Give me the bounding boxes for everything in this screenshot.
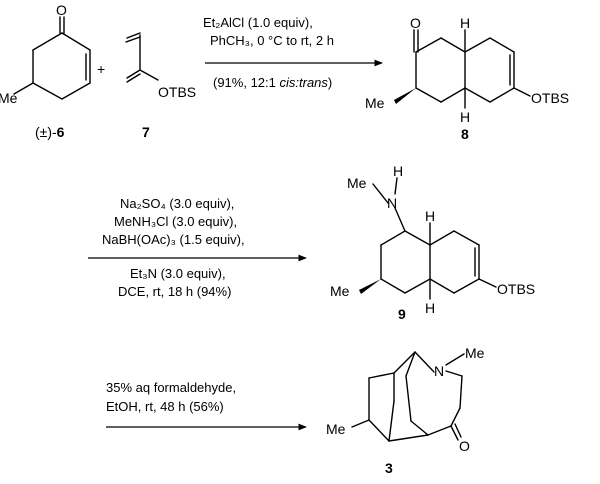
step2-condition-5: DCE, rt, 18 h (94%) [118,284,231,299]
atom-methyl: Me [0,90,18,106]
step1-yield: (91%, 12:1 cis:trans) [213,75,332,90]
atom-methyl: Me [326,421,346,437]
atom-oxygen: O [410,15,421,31]
atom-otbs: OTBS [158,84,196,100]
atom-otbs: OTBS [497,281,535,297]
atom-methyl-n: Me [347,175,367,191]
atom-methyl: Me [330,283,350,299]
atom-oxygen: O [459,438,470,454]
atom-hydrogen-top: H [460,15,470,31]
atom-nitrogen: N [387,195,397,211]
compound-3-structure: N Me O Me [326,345,485,454]
compound-3-label: 3 [385,460,393,476]
atom-methyl: Me [365,95,385,111]
compound-7-structure: OTBS [125,32,196,100]
compound-9-label: 9 [398,306,406,322]
compound-8-label: 8 [461,126,469,142]
atom-nitrogen: N [434,363,444,379]
compound-7-label: 7 [142,124,150,140]
atom-hydrogen-bottom: H [425,300,435,316]
step2-condition-1: Na₂SO₄ (3.0 equiv), [120,196,234,211]
step1-condition-1: Et₂AlCl (1.0 equiv), [203,15,313,30]
compound-9-structure: Me N H H H Me OTBS [330,163,535,316]
atom-hydrogen-bottom: H [460,109,470,125]
step1-condition-2: PhCH₃, 0 °C to rt, 2 h [210,33,334,48]
step2-condition-4: Et₃N (3.0 equiv), [130,266,226,281]
atom-oxygen: O [56,2,67,18]
step2-condition-2: MeNH₃Cl (3.0 equiv), [114,214,237,229]
atom-otbs: OTBS [531,90,569,106]
step3-condition-2: EtOH, rt, 48 h (56%) [106,399,224,414]
compound-6-structure: O Me [0,2,91,106]
atom-hydrogen-n: H [393,163,403,179]
step2-condition-3: NaBH(OAc)₃ (1.5 equiv), [102,232,245,247]
plus-sign: + [97,61,105,77]
compound-8-structure: O H H Me OTBS [365,15,569,125]
step3-condition-1: 35% aq formaldehyde, [106,380,236,395]
compound-6-label: (±)-6 [35,124,65,140]
atom-methyl-n: Me [465,345,485,361]
atom-hydrogen-top: H [425,208,435,224]
